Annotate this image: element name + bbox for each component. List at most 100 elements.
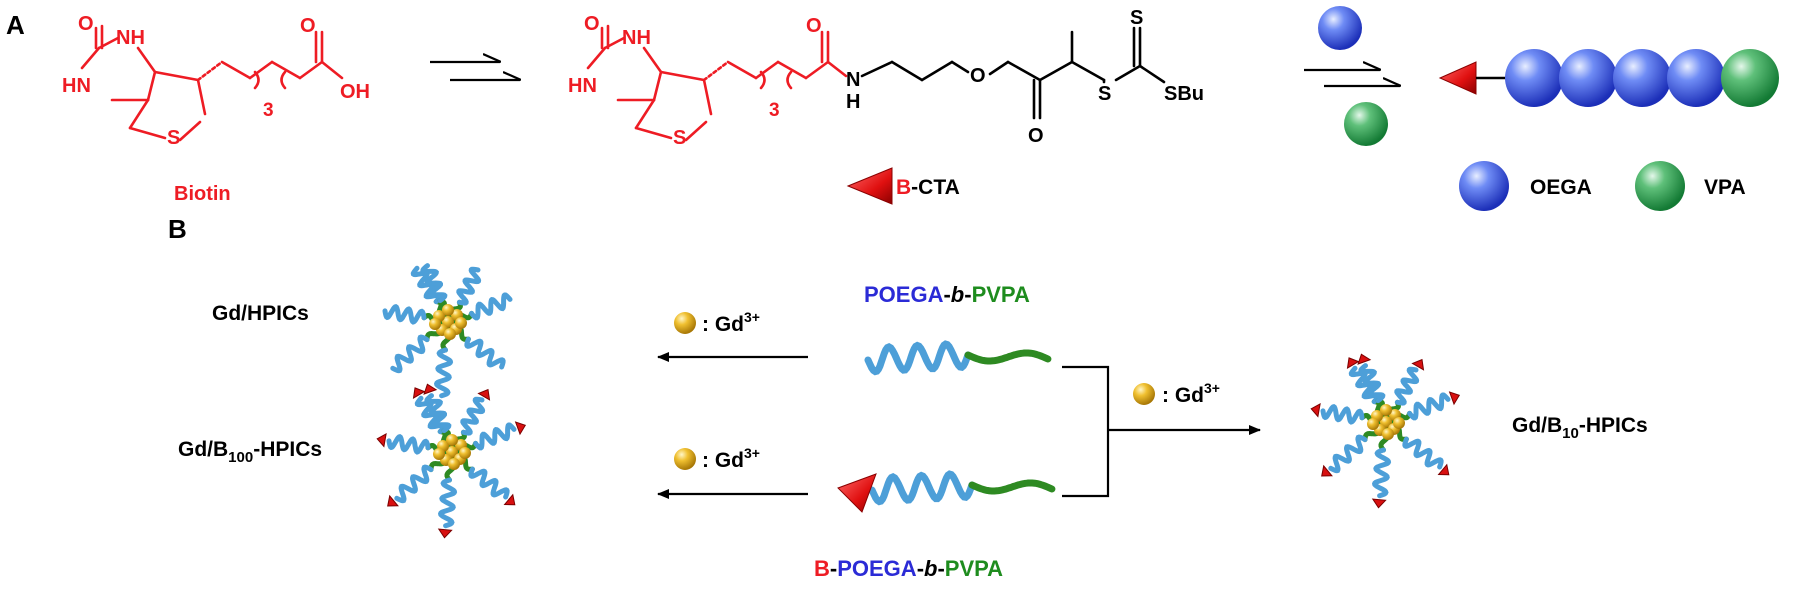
poega-segment [469, 292, 513, 321]
poega-segment [437, 477, 458, 529]
biotin-atom-labels: O NH HN S O OH 3 Biotin [62, 13, 370, 205]
bead-legend: OEGA VPA [1459, 161, 1746, 211]
biotin-end-triangle-icon [1346, 357, 1360, 369]
biotin-subscript: 3 [263, 100, 274, 121]
biotin-triangle-icon [846, 167, 893, 205]
bcta-subscript: 3 [769, 100, 780, 121]
polymer-chain [1438, 49, 1779, 107]
gd-core-bead [442, 304, 454, 316]
biotin-end-triangle-icon [837, 473, 877, 513]
bcta-nh: NH [622, 27, 651, 49]
chain-oega-bead [1613, 49, 1671, 107]
gd-core-bead [1393, 417, 1405, 429]
bracket [1062, 365, 1110, 498]
bcta-s-thio: S [1098, 83, 1111, 105]
biotin-end-triangle-icon [1448, 391, 1461, 406]
poega-segment [864, 340, 972, 376]
chain-oega-bead [1505, 49, 1563, 107]
biotin-end-triangle-icon [1310, 402, 1321, 418]
poega-segment [386, 433, 431, 455]
biotin-end-triangle-icon [412, 387, 426, 399]
monomer-beads [1318, 6, 1388, 146]
bcta-name-b: B [896, 176, 911, 199]
biotin-end-triangle-icon [503, 493, 516, 506]
b-poega-b-pvpa-coil [868, 470, 1056, 506]
poega-segment [1320, 403, 1365, 425]
legend-oega-label: OEGA [1530, 176, 1592, 199]
bcta-h: H [846, 91, 860, 113]
poega-segment [456, 266, 482, 306]
gd-b10-hpics-micelle [1310, 353, 1461, 509]
pvpa-segment [964, 349, 1052, 365]
chain-oega-bead [1559, 49, 1617, 107]
gd-core-bead [1380, 404, 1392, 416]
poega-segment [464, 336, 506, 370]
gd-b100-hpics-label: Gd/B100-HPICs [178, 438, 322, 466]
poega-segment [390, 334, 430, 374]
gd-core-bead [455, 317, 467, 329]
bcta-sbu: SBu [1164, 83, 1204, 105]
gd-addition-right: : Gd3+ [1062, 365, 1261, 498]
biotin-end-triangle-icon [387, 494, 399, 507]
bcta-o-amide: O [806, 15, 822, 37]
biotin-nh: NH [116, 27, 145, 49]
bcta-o: O [584, 13, 600, 35]
biotin-end-triangle-icon [1438, 61, 1477, 95]
biotin-end-triangle-icon [1437, 463, 1450, 476]
poega-segment [868, 470, 976, 506]
gd-core-bead [446, 434, 458, 446]
gd-core-bead [1382, 428, 1394, 440]
gd-ion-icon [1133, 383, 1155, 405]
bcta-name-rest: -CTA [911, 176, 960, 199]
chain-oega-bead [1667, 49, 1725, 107]
biotin-oh: OH [340, 81, 370, 103]
biotin-name: Biotin [174, 183, 231, 205]
biotin-structure [80, 24, 344, 142]
bcta-s-double: S [1130, 7, 1143, 29]
poega-segment [468, 466, 510, 500]
poega-segment [1371, 447, 1392, 499]
gd-core-bead [429, 318, 441, 330]
poega-segment [460, 396, 486, 436]
svg-text:B-CTA: B-CTA [896, 176, 960, 199]
biotin-end-triangle-icon [376, 432, 387, 448]
poega-segment [424, 393, 452, 434]
gd-ion-icon [674, 448, 696, 470]
biotin-end-triangle-icon [1371, 498, 1387, 509]
poega-segment [433, 347, 454, 399]
gd-b100-hpics-micelle [376, 383, 527, 539]
gd-ion-icon [674, 312, 696, 334]
synthesis-arrows-2 [1304, 70, 1400, 88]
biotin-o-acid: O [300, 15, 316, 37]
bcta-n: N [846, 69, 860, 91]
poega-segment [1328, 434, 1368, 474]
gd-addition-top: : Gd3+ [657, 309, 808, 362]
chain-vpa-bead [1721, 49, 1779, 107]
biotin-end-triangle-icon [514, 421, 527, 436]
biotin-s: S [167, 127, 180, 149]
synthesis-arrows-1 [430, 62, 520, 82]
svg-text:: Gd3+: : Gd3+ [702, 309, 760, 336]
gd-addition-bottom: : Gd3+ [657, 445, 808, 499]
vpa-monomer-bead [1344, 102, 1388, 146]
gd-core-bead [444, 328, 456, 340]
biotin-end-triangle-icon [437, 528, 453, 539]
poega-segment [420, 263, 448, 304]
bcta-o-carbonyl: O [1028, 125, 1044, 147]
bcta-s: S [673, 127, 686, 149]
gd-core-bead [448, 458, 460, 470]
poega-b-pvpa-label: POEGA-b-PVPA [864, 282, 1030, 307]
poega-segment [382, 303, 427, 325]
poega-segment [394, 464, 434, 504]
bcta-hn: HN [568, 75, 597, 97]
gd-core-bead [433, 448, 445, 460]
legend-vpa-label: VPA [1704, 176, 1746, 199]
pvpa-segment [968, 479, 1056, 495]
panel-b-label: B [168, 214, 187, 244]
legend-oega-bead [1459, 161, 1509, 211]
gd-hpics-micelle [382, 263, 513, 399]
b-poega-b-pvpa-label: B-POEGA-b-PVPA [814, 556, 1003, 581]
biotin-end-triangle-icon [1321, 464, 1333, 477]
svg-text:: Gd3+: : Gd3+ [702, 445, 760, 472]
